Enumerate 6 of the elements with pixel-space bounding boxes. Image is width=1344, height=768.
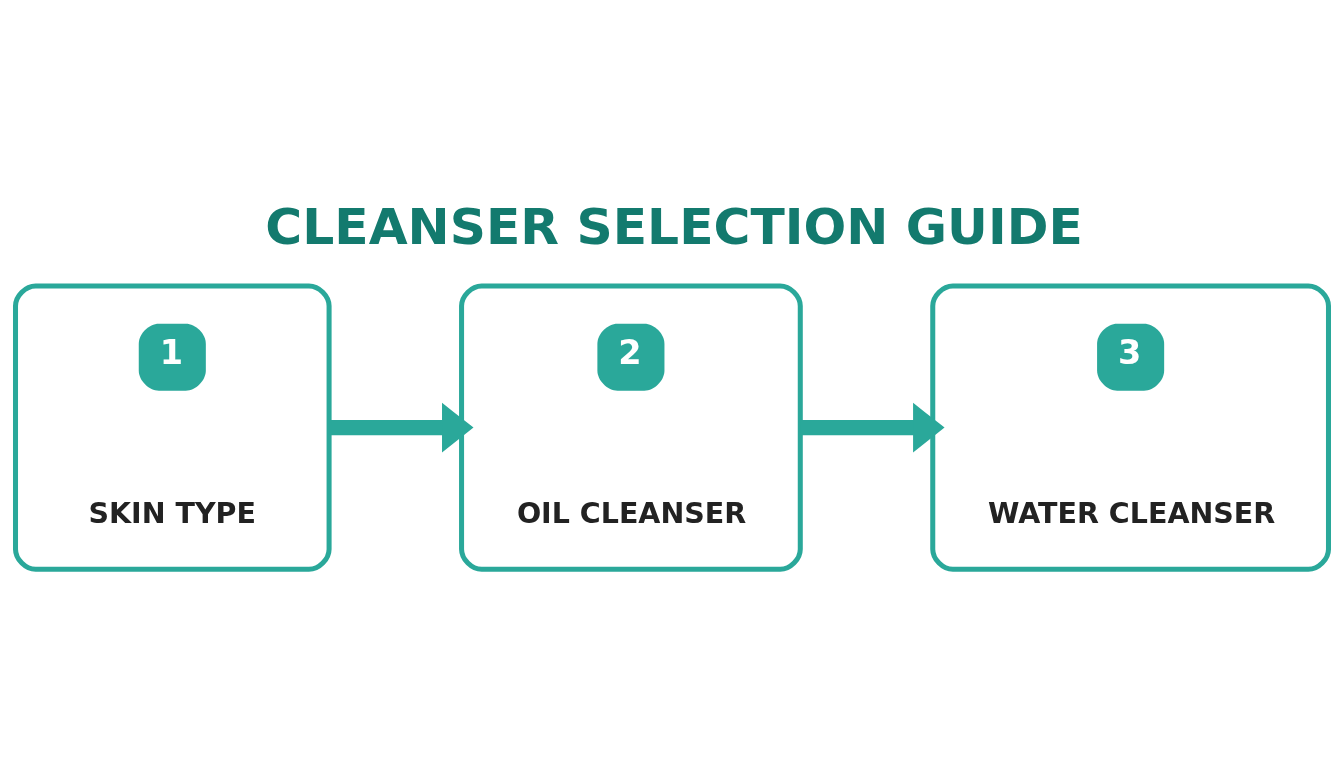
node-box: 1 SKIN TYPE <box>13 283 332 572</box>
arrow <box>800 402 945 453</box>
node-box: 3 WATER CLEANSER <box>930 283 1331 572</box>
arrow <box>329 402 474 453</box>
diagram-title: CLEANSER SELECTION GUIDE <box>265 196 1083 256</box>
node-box: 2 OIL CLEANSER <box>459 283 803 572</box>
